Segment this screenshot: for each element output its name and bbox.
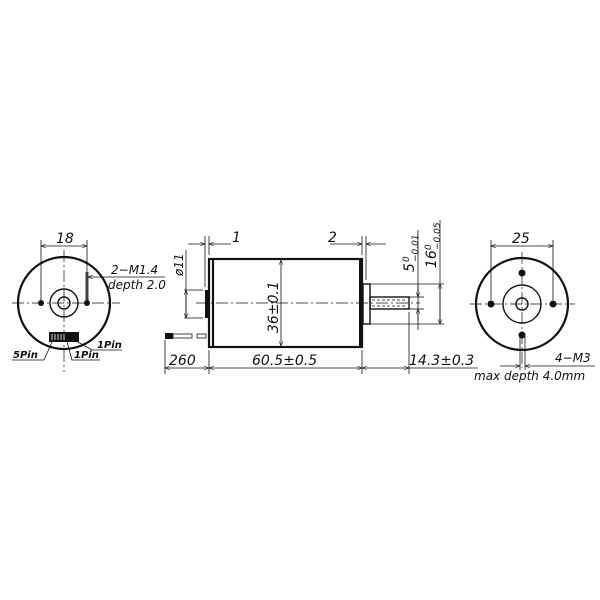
rear-boss-inner <box>57 296 71 310</box>
motor-front-outline <box>474 256 570 352</box>
lead-connector <box>165 333 173 339</box>
m3-hole-top <box>518 269 526 277</box>
left-end-view: 18 2−M1.4 depth 2.0 5Pin 1Pin 1Pin <box>12 231 166 372</box>
front-pilot-circle <box>502 284 542 324</box>
dim-bolt-circle-label: 25 <box>512 231 530 247</box>
dim-body-dia-label: 36±0.1 <box>266 281 282 333</box>
m3-hole-bottom <box>518 331 526 339</box>
dim-shaft-length-label: 14.3±0.3 <box>409 353 474 369</box>
svg-text:−0.05: −0.05 <box>433 222 443 250</box>
dim-shaft-dia: 5 0 −0.01 <box>402 234 421 272</box>
dim-1-label: 1 <box>232 230 241 246</box>
svg-text:0: 0 <box>402 256 412 262</box>
dim-18-label: 18 <box>56 231 74 247</box>
hole-note-m14: 2−M1.4 <box>111 263 158 277</box>
mount-hole-left <box>38 300 44 306</box>
mount-hole-right <box>84 300 90 306</box>
pin-label-1pin-upper: 1Pin <box>97 340 122 351</box>
pin-label-1pin-lower: 1Pin <box>74 350 99 361</box>
motor-rear-outline <box>16 255 112 351</box>
m3-hole-left <box>487 300 495 308</box>
m3-hole-right <box>549 300 557 308</box>
right-end-view: 25 4−M3 max depth 4.0mm <box>470 231 595 383</box>
dim-shaft-dia-label: 5 <box>402 263 418 272</box>
dim-2-label: 2 <box>328 230 337 246</box>
dim-body-length-label: 60.5±0.5 <box>252 353 317 369</box>
hole-note-m3: 4−M3 <box>555 351 591 365</box>
dim-lead-length-label: 260 <box>169 353 196 369</box>
dim-pilot-dia: 16 0 −0.05 <box>424 222 443 268</box>
rear-boss <box>205 290 209 318</box>
svg-text:−0.01: −0.01 <box>411 234 421 262</box>
side-view: 1 2 ø11 36±0.1 260 60.5±0.5 14.3±0.3 <box>164 220 478 374</box>
hole-depth-note: depth 2.0 <box>108 278 166 292</box>
front-pilot <box>362 283 371 325</box>
hole-depth-note-m3: max depth 4.0mm <box>474 369 585 383</box>
dim-boss-dia-label: ø11 <box>172 253 186 277</box>
dim-pilot-dia-label: 16 <box>424 250 440 268</box>
rear-boss-outer <box>49 288 79 318</box>
shaft-circle <box>515 297 529 311</box>
motor-shaft <box>369 296 410 310</box>
svg-text:0: 0 <box>424 244 434 250</box>
pin-label-5pin: 5Pin <box>13 350 38 361</box>
